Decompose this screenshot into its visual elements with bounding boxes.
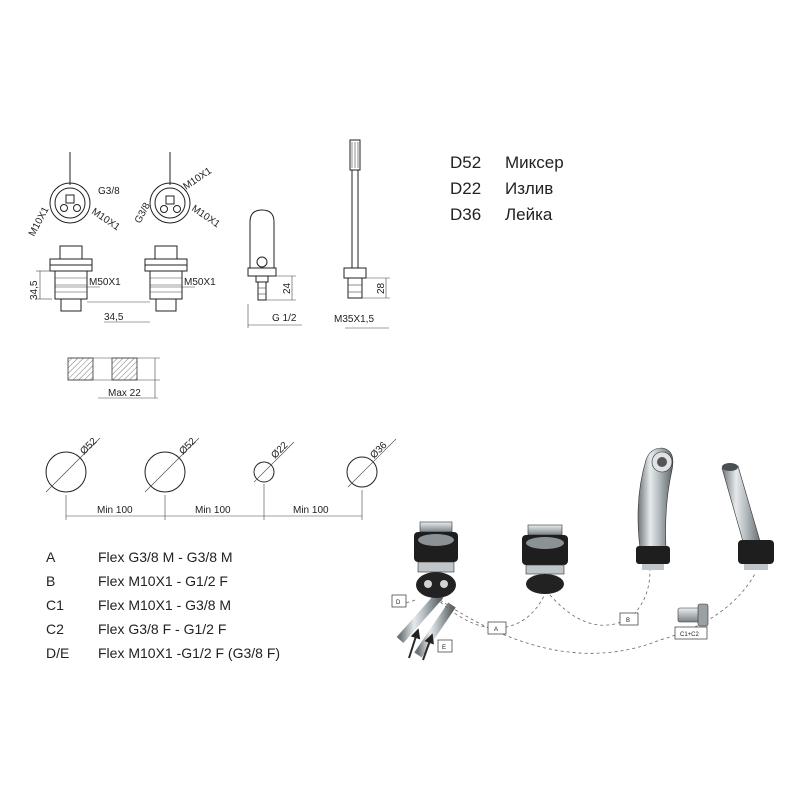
connection-desc: Flex M10X1 - G1/2 F xyxy=(98,573,228,589)
thread-label: M10X1 xyxy=(182,165,215,192)
connection-code: D/E xyxy=(46,645,70,661)
tag-c: C1+C2 xyxy=(674,626,708,640)
hole-layout: Ø52 Ø52 Ø22 Ø36 Min 100 Mi xyxy=(45,436,397,520)
legend-name: Лейка xyxy=(505,205,553,224)
counter-section: Max 22 xyxy=(67,357,160,399)
hole: Ø52 xyxy=(45,436,101,493)
hole: Ø36 xyxy=(346,438,397,488)
dim-spacing: Min 100 xyxy=(195,505,231,516)
connection-code: C1 xyxy=(46,597,64,613)
hole-diameter: Ø36 xyxy=(368,440,389,461)
tag-label: B xyxy=(626,618,630,624)
dim-height: 34,5 xyxy=(29,280,40,300)
connection-desc: Flex M10X1 -G1/2 F (G3/8 F) xyxy=(98,645,281,661)
legend-code: D36 xyxy=(450,205,482,224)
assembly-illustration: A B C1+C2 D E xyxy=(391,447,774,661)
tag-label: E xyxy=(442,645,446,651)
tag-label: A xyxy=(494,627,498,633)
hole-diameter: Ø52 xyxy=(78,436,99,457)
dim-thread: M50X1 xyxy=(89,277,121,288)
legend-name: Миксер xyxy=(505,153,564,172)
mixer-top-view-1: G3/8 M10X1 M10X1 xyxy=(27,152,122,238)
dim-thread: M35X1,5 xyxy=(334,314,374,325)
thread-label: M10X1 xyxy=(27,205,52,239)
hole: Ø52 xyxy=(144,436,200,493)
connection-desc: Flex G3/8 F - G1/2 F xyxy=(98,621,227,637)
mixer-side-view-2 xyxy=(144,245,188,312)
connection-code: A xyxy=(46,549,56,565)
connection-desc: Flex M10X1 - G3/8 M xyxy=(98,597,232,613)
tag-label: C1+C2 xyxy=(680,632,700,638)
mixer-top-view-2: M10X1 G3/8 M10X1 xyxy=(133,152,222,230)
legend-code: D52 xyxy=(450,153,482,172)
dim-thread: M50X1 xyxy=(184,277,216,288)
dim-thread: G 1/2 xyxy=(272,313,297,324)
legend-code: D22 xyxy=(450,179,482,198)
dim-spacing: Min 100 xyxy=(293,505,329,516)
connection-desc: Flex G3/8 M - G3/8 M xyxy=(98,549,233,565)
connection-code: C2 xyxy=(46,621,64,637)
tag-label: D xyxy=(396,600,401,606)
dim-height: 24 xyxy=(282,282,293,294)
tag-a: A xyxy=(487,621,507,635)
mixer-dimensions: 34,5 M50X1 M50X1 34,5 xyxy=(29,270,216,323)
hole-diameter: Ø22 xyxy=(269,440,290,461)
spout-side-view: 24 G 1/2 xyxy=(247,209,302,328)
legend-name: Излив xyxy=(505,179,554,198)
thread-label: G3/8 xyxy=(98,186,120,197)
dim-spacing: Min 100 xyxy=(97,505,133,516)
dim-thickness: Max 22 xyxy=(108,388,141,399)
thread-label: M10X1 xyxy=(189,203,222,230)
connection-code: B xyxy=(46,573,56,589)
dim-offset: 34,5 xyxy=(104,312,124,323)
mixer-side-view-1 xyxy=(49,245,93,312)
hole: Ø22 xyxy=(253,440,295,483)
tag-e: E xyxy=(437,639,453,653)
hole-diameter: Ø52 xyxy=(177,436,198,457)
shower-side-view: 28 M35X1,5 xyxy=(334,139,390,329)
tag-d: D xyxy=(391,594,407,608)
thread-label: M10X1 xyxy=(89,206,122,233)
dim-height: 28 xyxy=(376,282,387,294)
tag-b: B xyxy=(619,612,639,626)
